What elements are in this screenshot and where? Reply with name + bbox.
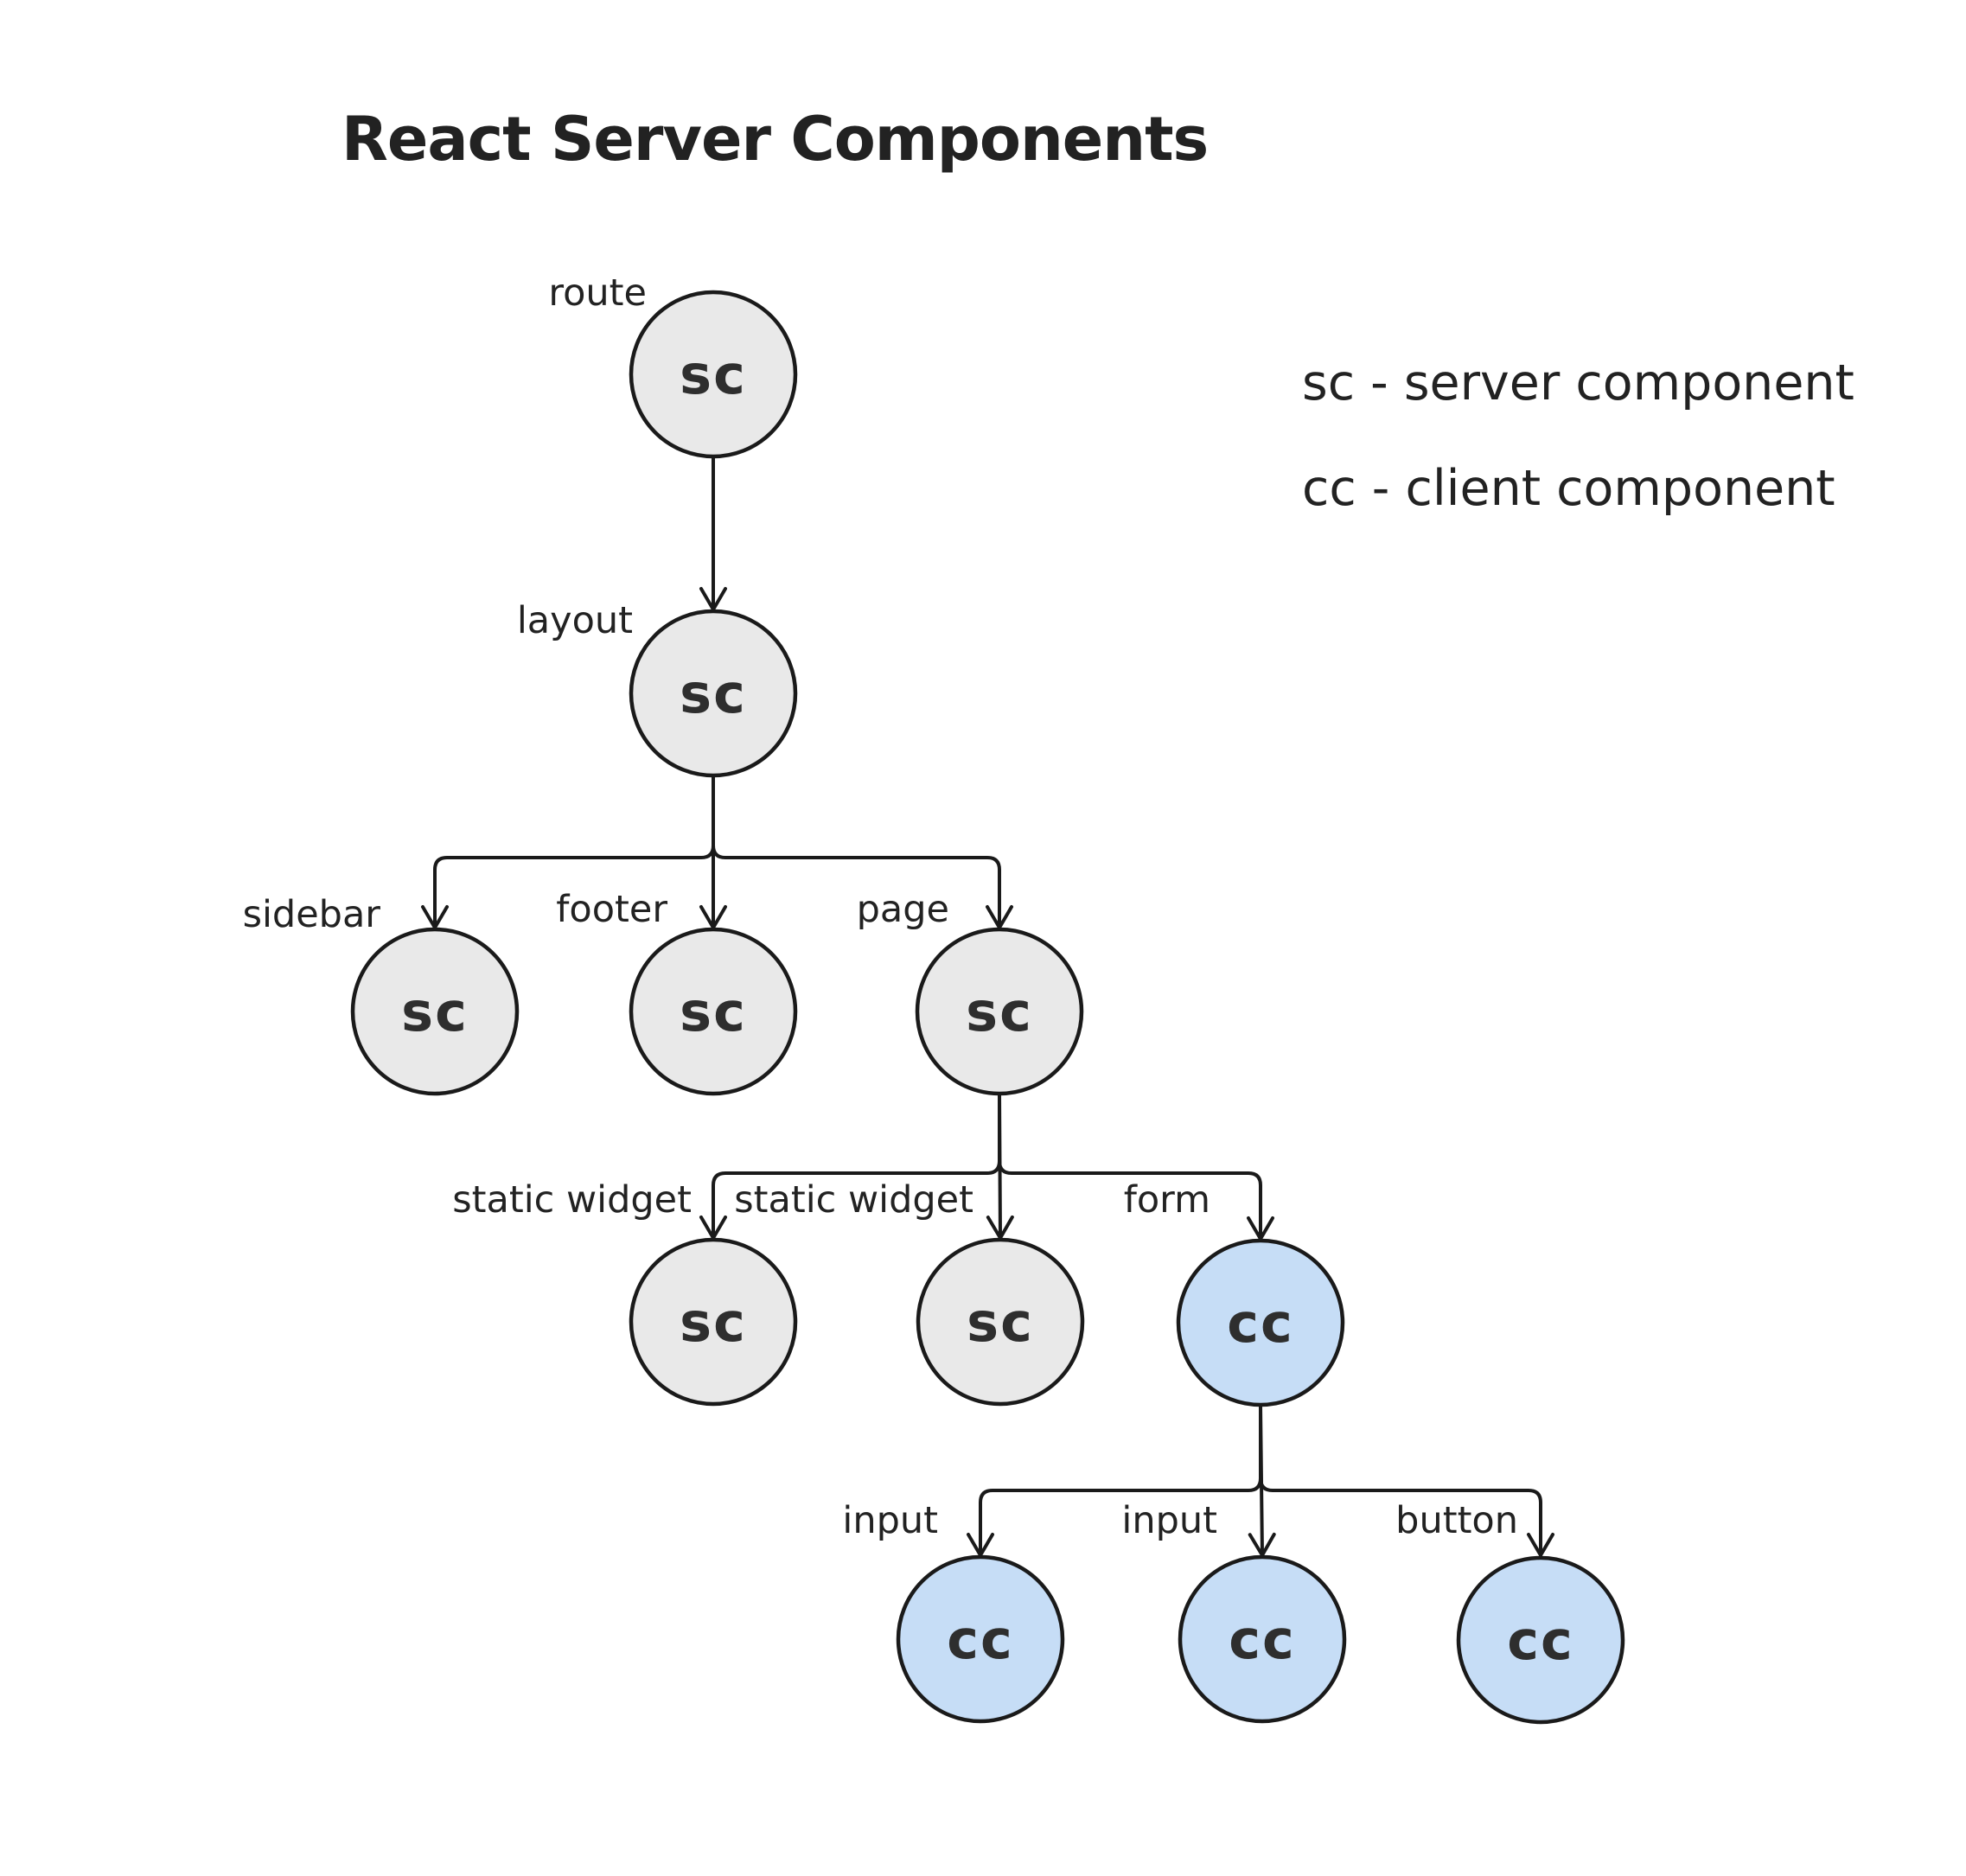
edge-layout-page — [712, 775, 1013, 929]
node-labels: route layout sidebar footer page static … — [243, 271, 1518, 1542]
nodes: sc sc sc sc sc sc sc cc — [350, 290, 1625, 1725]
node-form-label: form — [1124, 1178, 1210, 1222]
edge-form-button — [1259, 1405, 1554, 1557]
node-footer-circle — [629, 927, 798, 1096]
node-button-label: button — [1395, 1499, 1518, 1542]
node-static-widget-2-circle — [916, 1237, 1085, 1407]
node-page-circle — [915, 927, 1084, 1096]
node-static-widget-2: sc — [916, 1237, 1085, 1407]
legend: sc - server component cc - client compon… — [1302, 354, 1854, 517]
node-layout: sc — [629, 609, 798, 778]
edges — [421, 456, 1554, 1557]
edge-page-form — [998, 1092, 1274, 1241]
node-route-badge: sc — [680, 343, 747, 406]
node-sidebar-badge: sc — [401, 980, 469, 1043]
node-form-badge: cc — [1227, 1292, 1294, 1355]
node-layout-label: layout — [517, 599, 633, 642]
node-route: sc — [629, 290, 798, 459]
node-button-badge: cc — [1507, 1609, 1574, 1672]
node-input-1-badge: cc — [947, 1608, 1014, 1671]
node-input-2-circle — [1178, 1554, 1347, 1724]
node-static-widget-2-label: static widget — [734, 1178, 973, 1222]
node-sidebar-label: sidebar — [243, 893, 381, 936]
node-footer-label: footer — [556, 888, 667, 931]
node-page-label: page — [857, 888, 949, 931]
node-form-circle — [1176, 1238, 1345, 1407]
node-input-1-label: input — [842, 1499, 938, 1542]
node-static-widget-1-badge: sc — [680, 1291, 747, 1354]
node-layout-circle — [629, 609, 798, 778]
node-static-widget-1: sc — [629, 1237, 798, 1407]
node-page: sc — [915, 927, 1084, 1096]
diagram-title: React Server Components — [341, 104, 1208, 175]
node-page-badge: sc — [966, 980, 1033, 1043]
node-input-2-badge: cc — [1229, 1608, 1296, 1671]
node-sidebar-circle — [350, 927, 520, 1096]
node-input-1: cc — [896, 1554, 1065, 1724]
node-route-circle — [629, 290, 798, 459]
node-input-2-label: input — [1121, 1499, 1217, 1542]
node-static-widget-1-label: static widget — [452, 1178, 692, 1222]
node-input-2: cc — [1178, 1554, 1347, 1724]
node-footer-badge: sc — [680, 980, 747, 1043]
edge-form-input-1 — [967, 1405, 1262, 1557]
node-route-label: route — [548, 271, 647, 315]
node-input-1-circle — [896, 1554, 1065, 1724]
node-layout-badge: sc — [680, 662, 747, 725]
node-form: cc — [1176, 1238, 1345, 1407]
legend-client-component: cc - client component — [1302, 460, 1835, 517]
node-sidebar: sc — [350, 927, 520, 1096]
node-static-widget-1-circle — [629, 1237, 798, 1407]
node-footer: sc — [629, 927, 798, 1096]
node-static-widget-2-badge: sc — [967, 1291, 1034, 1354]
legend-server-component: sc - server component — [1302, 354, 1854, 412]
node-button-circle — [1456, 1555, 1625, 1725]
node-button: cc — [1456, 1555, 1625, 1725]
